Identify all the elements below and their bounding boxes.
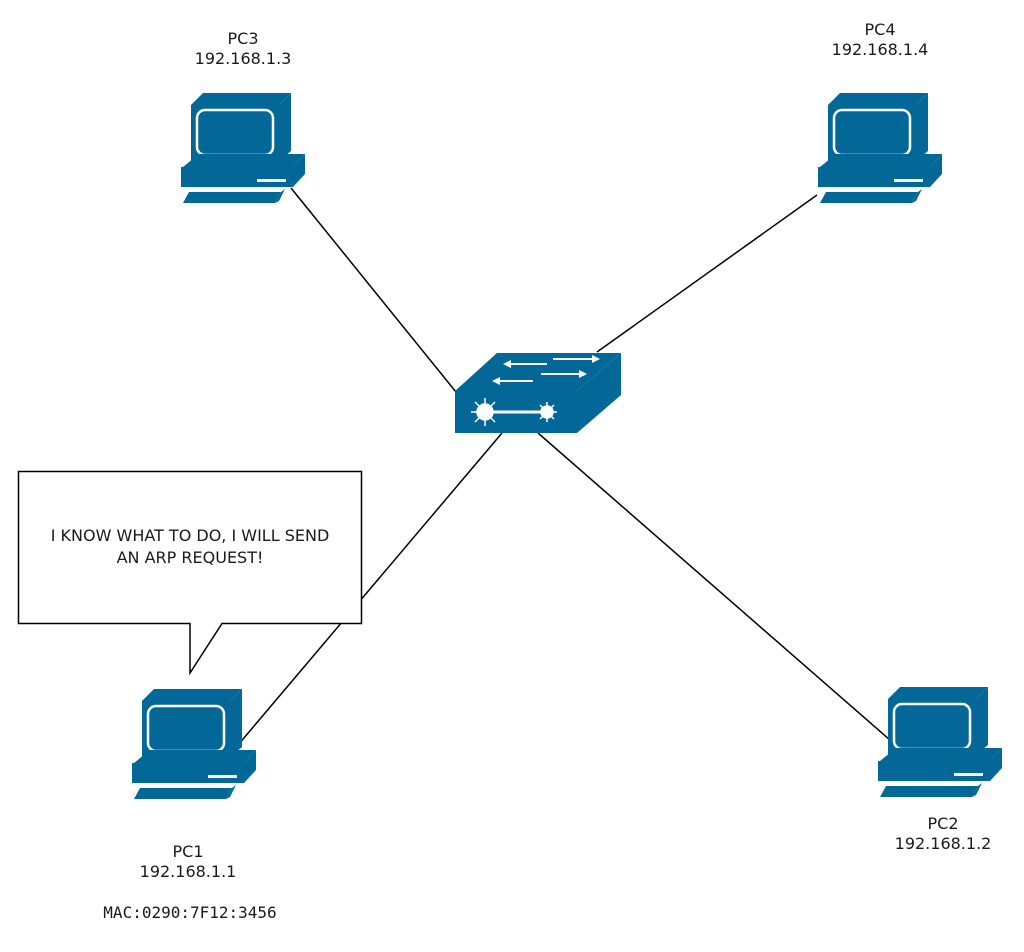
pc4-label: PC4 192.168.1.4 xyxy=(818,20,942,60)
speech-callout xyxy=(17,470,363,676)
pc3-label: PC3 192.168.1.3 xyxy=(181,29,305,69)
switch-icon[interactable] xyxy=(455,353,621,433)
pc1-name: PC1 xyxy=(172,842,204,861)
pc1-mac: MAC:0290:7F12:3456 xyxy=(103,903,277,922)
link-switch-pc2 xyxy=(537,432,899,748)
link-switch-pc3 xyxy=(290,187,457,393)
callout-message: I KNOW WHAT TO DO, I WILL SEND AN ARP RE… xyxy=(18,471,362,623)
pc2-name: PC2 xyxy=(927,814,959,833)
pc2-label: PC2 192.168.1.2 xyxy=(868,814,1018,854)
pc1-computer-icon[interactable] xyxy=(130,687,258,801)
pc3-computer-icon[interactable] xyxy=(179,91,307,205)
pc2-computer-icon[interactable] xyxy=(876,685,1004,799)
pc2-ip: 192.168.1.2 xyxy=(894,834,992,853)
link-switch-pc1 xyxy=(237,432,503,746)
pc4-ip: 192.168.1.4 xyxy=(831,40,929,59)
pc1-label: PC1 192.168.1.1 xyxy=(108,842,268,882)
callout-line-1: I KNOW WHAT TO DO, I WILL SEND xyxy=(50,526,330,545)
pc4-name: PC4 xyxy=(864,20,896,39)
link-switch-pc4 xyxy=(596,194,818,353)
pc3-ip: 192.168.1.3 xyxy=(194,49,292,68)
pc4-computer-icon[interactable] xyxy=(816,91,944,205)
pc3-name: PC3 xyxy=(227,29,259,48)
pc1-ip: 192.168.1.1 xyxy=(139,862,237,881)
callout-line-2: AN ARP REQUEST! xyxy=(116,548,264,567)
